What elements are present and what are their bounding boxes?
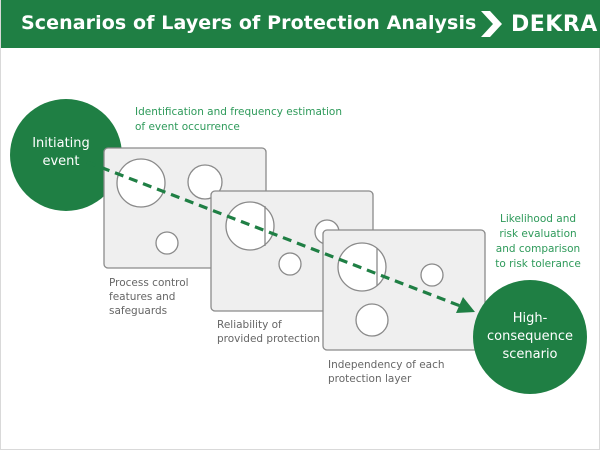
layer-2-caption-line-2: provided protection bbox=[217, 333, 320, 345]
high-consequence-line-1: High- bbox=[513, 311, 548, 326]
layer-2-hole-small bbox=[278, 252, 302, 276]
layer-3-hole-small bbox=[355, 303, 389, 337]
identification-note: Identification and frequency estimation … bbox=[135, 106, 342, 133]
identification-note-line-1: Identification and frequency estimation bbox=[135, 106, 342, 118]
initiating-event-line-1: Initiating bbox=[32, 136, 90, 151]
initiating-event-line-2: event bbox=[42, 154, 79, 169]
likelihood-note-line-1: Likelihood and bbox=[500, 213, 576, 225]
layer-3-caption-line-1: Independency of each bbox=[328, 359, 445, 371]
dekra-chevron-icon bbox=[481, 11, 502, 37]
arrowhead-icon bbox=[456, 297, 475, 313]
high-consequence-line-2: consequence bbox=[487, 329, 573, 344]
high-consequence-node: High- consequence scenario bbox=[473, 280, 587, 394]
likelihood-note-line-2: risk evaluation bbox=[499, 228, 576, 240]
layer-1-hole-large bbox=[116, 158, 166, 208]
high-consequence-circle bbox=[473, 280, 587, 394]
initiating-event-node: Initiating event bbox=[10, 99, 122, 211]
protection-layer-3 bbox=[322, 229, 486, 351]
layer-1-hole-small bbox=[155, 231, 179, 255]
layer-1-caption-line-2: features and bbox=[109, 291, 175, 303]
layer-1-caption: Process control features and safeguards bbox=[109, 277, 189, 317]
likelihood-note: Likelihood and risk evaluation and compa… bbox=[495, 213, 581, 270]
layer-3-hole-medium bbox=[420, 263, 444, 287]
slide-title: Scenarios of Layers of Protection Analys… bbox=[21, 12, 477, 34]
layer-2-caption-line-1: Reliability of bbox=[217, 319, 282, 331]
scenario-path-arrow bbox=[86, 160, 475, 313]
layer-2-caption: Reliability of provided protection bbox=[217, 319, 320, 345]
logo-text: DEKRA bbox=[511, 11, 598, 37]
layer-1-caption-line-1: Process control bbox=[109, 277, 189, 289]
likelihood-note-line-3: and comparison bbox=[496, 243, 580, 255]
layer-3-caption: Independency of each protection layer bbox=[328, 359, 445, 385]
initiating-event-circle bbox=[10, 99, 122, 211]
high-consequence-line-3: scenario bbox=[502, 347, 557, 362]
layer-2-hole-large bbox=[225, 201, 275, 251]
layer-1-caption-line-3: safeguards bbox=[109, 305, 167, 317]
dekra-logo: DEKRA bbox=[479, 8, 598, 40]
scenario-path-line bbox=[86, 160, 464, 309]
header-bar: Scenarios of Layers of Protection Analys… bbox=[1, 0, 600, 48]
identification-note-line-2: of event occurrence bbox=[135, 121, 240, 133]
layer-1-hole-medium bbox=[187, 164, 223, 200]
layer-3-hole-large bbox=[337, 242, 387, 292]
likelihood-note-line-4: to risk tolerance bbox=[495, 258, 581, 270]
layer-3-caption-line-2: protection layer bbox=[328, 373, 412, 385]
